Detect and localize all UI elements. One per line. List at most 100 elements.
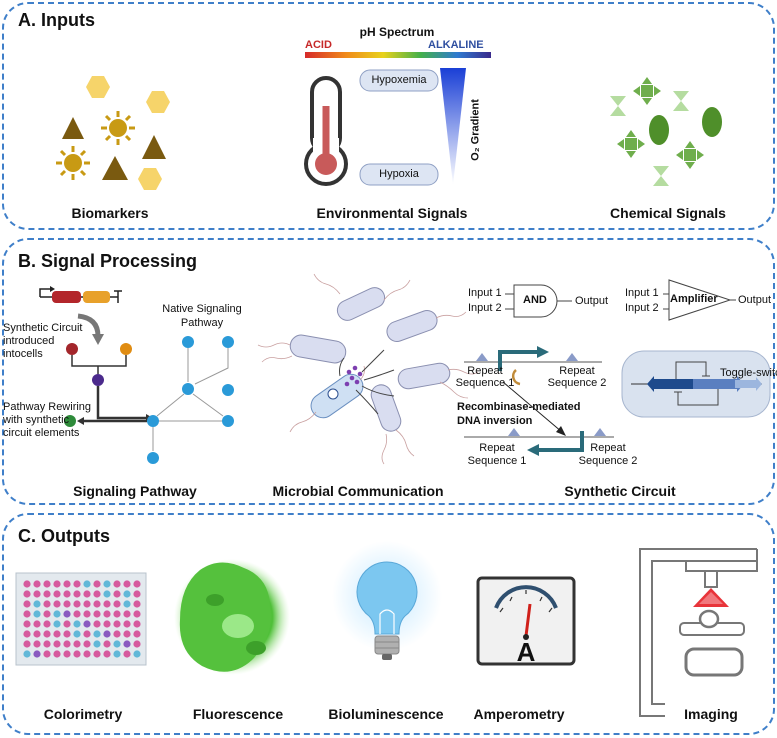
well <box>63 640 71 648</box>
caption-bioluminescence: Bioluminescence <box>328 706 444 722</box>
well <box>83 580 91 588</box>
native-pathway-label-2: Pathway <box>180 317 224 329</box>
well <box>63 630 71 638</box>
well <box>123 580 131 588</box>
amp-output-label: Output <box>738 294 772 306</box>
well <box>103 650 111 658</box>
triangle-icon <box>142 135 166 159</box>
well <box>103 630 111 638</box>
well <box>133 630 141 638</box>
well <box>53 640 61 648</box>
well <box>43 620 51 628</box>
well <box>73 620 81 628</box>
hourglass-icon <box>610 96 626 116</box>
ph-acid-label: ACID <box>305 39 332 51</box>
well <box>123 600 131 608</box>
outputs-title: C. Outputs <box>18 526 110 546</box>
well <box>43 650 51 658</box>
well <box>103 610 111 618</box>
repeat-seq1-bottom-1: Repeat <box>479 442 515 454</box>
recombinase-label-2: DNA inversion <box>457 415 533 427</box>
well <box>43 590 51 598</box>
cross-molecule-icon <box>676 141 704 169</box>
ph-alkaline-label: ALKALINE <box>428 39 484 51</box>
and-input2-label: Input 2 <box>468 302 502 314</box>
well <box>63 650 71 658</box>
and-output-label: Output <box>575 295 609 307</box>
well <box>123 590 131 598</box>
well <box>63 620 71 628</box>
well <box>83 600 91 608</box>
well <box>33 640 41 648</box>
well <box>73 600 81 608</box>
well <box>33 590 41 598</box>
well <box>123 640 131 648</box>
outputs-panel <box>2 513 775 735</box>
sun-icon <box>56 146 90 180</box>
chemical-signal-icons <box>610 77 722 186</box>
well <box>123 650 131 658</box>
well <box>53 580 61 588</box>
imaging-scanner-icon <box>639 548 758 717</box>
ph-spectrum-title: pH Spectrum <box>359 25 435 39</box>
rewiring-label-3: circuit elements <box>3 427 80 439</box>
well <box>113 600 121 608</box>
well <box>133 640 141 648</box>
well <box>103 580 111 588</box>
and-gate-label: AND <box>523 294 547 306</box>
well <box>33 650 41 658</box>
repeat-seq1-top-2: Sequence 1 <box>455 377 515 389</box>
triangle-icon <box>102 156 128 180</box>
ellipse-icon <box>702 107 722 137</box>
ammeter-icon <box>476 576 576 666</box>
caption-imaging: Imaging <box>684 706 738 722</box>
well <box>53 590 61 598</box>
synthetic-node-red <box>66 343 78 355</box>
hexagon-icon <box>86 76 110 98</box>
repeat-seq2-bottom-1: Repeat <box>590 442 626 454</box>
well <box>63 590 71 598</box>
well <box>33 610 41 618</box>
well <box>63 600 71 608</box>
hourglass-icon <box>653 166 669 186</box>
well <box>73 610 81 618</box>
hexagon-icon <box>138 168 162 190</box>
signal-molecules <box>344 365 363 387</box>
well <box>93 650 101 658</box>
well <box>133 580 141 588</box>
rewiring-label-2: with synthetic <box>3 414 70 426</box>
o2-gradient-triangle <box>440 68 466 185</box>
amp-input2-label: Input 2 <box>625 302 659 314</box>
cross-molecule-icon <box>633 77 661 105</box>
triangle-icon <box>62 117 84 139</box>
ph-spectrum-bar <box>305 52 491 58</box>
amplifier-label: Amplifier <box>670 293 718 305</box>
caption-colorimetry: Colorimetry <box>43 706 123 722</box>
and-input1-label: Input 1 <box>468 287 502 299</box>
well <box>93 630 101 638</box>
well <box>43 600 51 608</box>
inputs-title: A. Inputs <box>18 10 95 30</box>
well <box>33 600 41 608</box>
well <box>103 590 111 598</box>
light-bulb-icon <box>332 541 442 660</box>
well <box>133 650 141 658</box>
signal-processing-panel <box>2 238 775 505</box>
well <box>113 610 121 618</box>
recombinase-label-1: Recombinase-mediated <box>457 401 581 413</box>
well <box>23 580 31 588</box>
amp-input1-label: Input 1 <box>625 287 659 299</box>
well <box>133 620 141 628</box>
well <box>123 610 131 618</box>
well <box>43 580 51 588</box>
well <box>83 610 91 618</box>
repeat-seq2-bottom-2: Sequence 2 <box>578 455 638 467</box>
well <box>73 640 81 648</box>
repeat-seq2-top-1: Repeat <box>559 365 595 377</box>
synthetic-circuit-label-1: Synthetic Circuit <box>3 322 83 334</box>
well <box>113 590 121 598</box>
hypoxemia-label: Hypoxemia <box>371 74 427 86</box>
hexagon-icon <box>146 91 170 113</box>
well <box>73 650 81 658</box>
